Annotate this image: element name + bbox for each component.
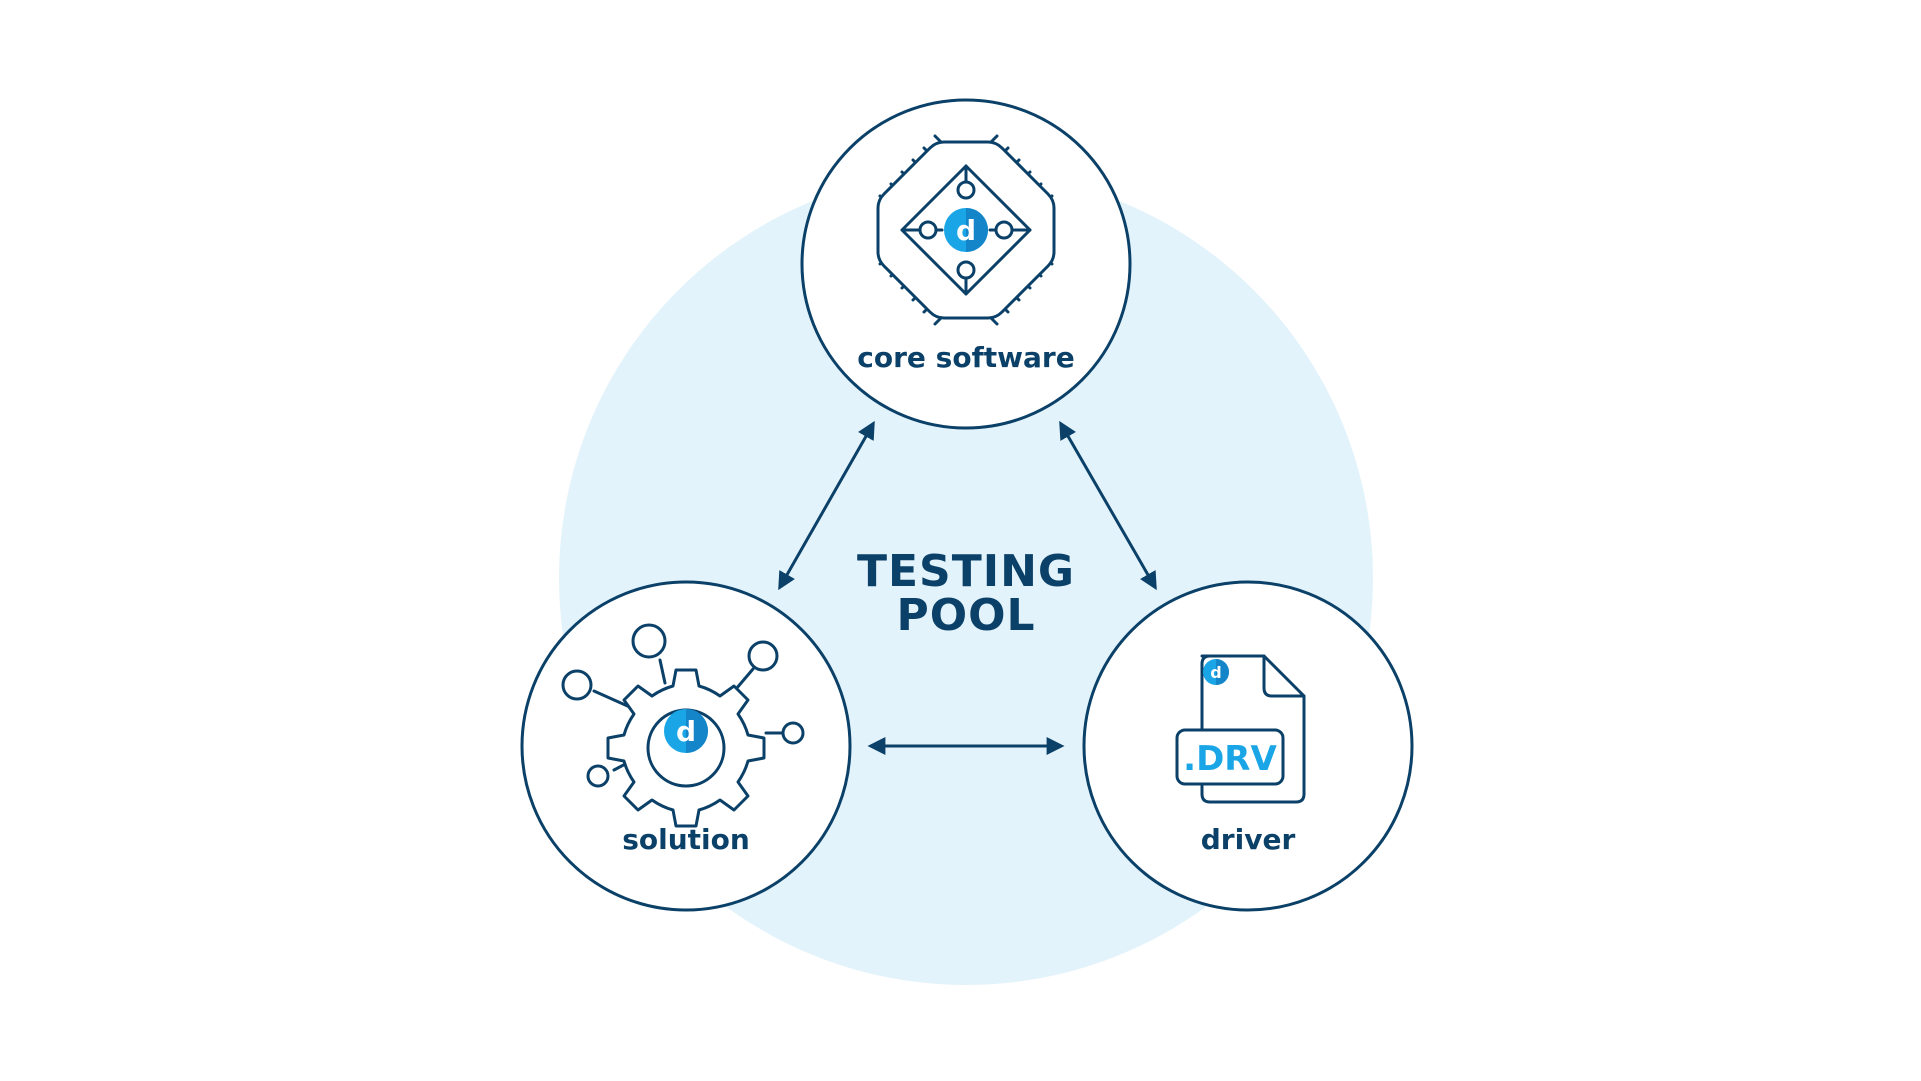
logo-letter: d xyxy=(956,214,976,247)
logo-letter: d xyxy=(676,715,696,748)
node-label-solution: solution xyxy=(622,823,750,856)
edge-core-driver xyxy=(1059,420,1157,591)
drv-file-icon: .DRV d xyxy=(1175,654,1306,804)
gear-network-icon: d xyxy=(561,623,805,828)
node-label-core-software: core software xyxy=(857,341,1074,374)
center-title-line2: POOL xyxy=(896,590,1035,641)
brand-logo-icon: d xyxy=(1203,659,1229,685)
edge-core-solution xyxy=(778,420,875,591)
brand-logo-icon: d xyxy=(664,709,708,753)
node-driver: .DRV d driver xyxy=(1082,580,1414,912)
logo-letter: d xyxy=(1210,663,1221,682)
node-solution: d solution xyxy=(520,580,852,912)
center-title-line1: TESTING xyxy=(857,546,1075,597)
node-label-driver: driver xyxy=(1201,823,1296,856)
brand-logo-icon: d xyxy=(944,208,988,252)
node-core-software: d core software xyxy=(800,98,1132,430)
file-badge-drv: .DRV xyxy=(1183,739,1277,779)
chip-icon: d xyxy=(876,134,1056,326)
